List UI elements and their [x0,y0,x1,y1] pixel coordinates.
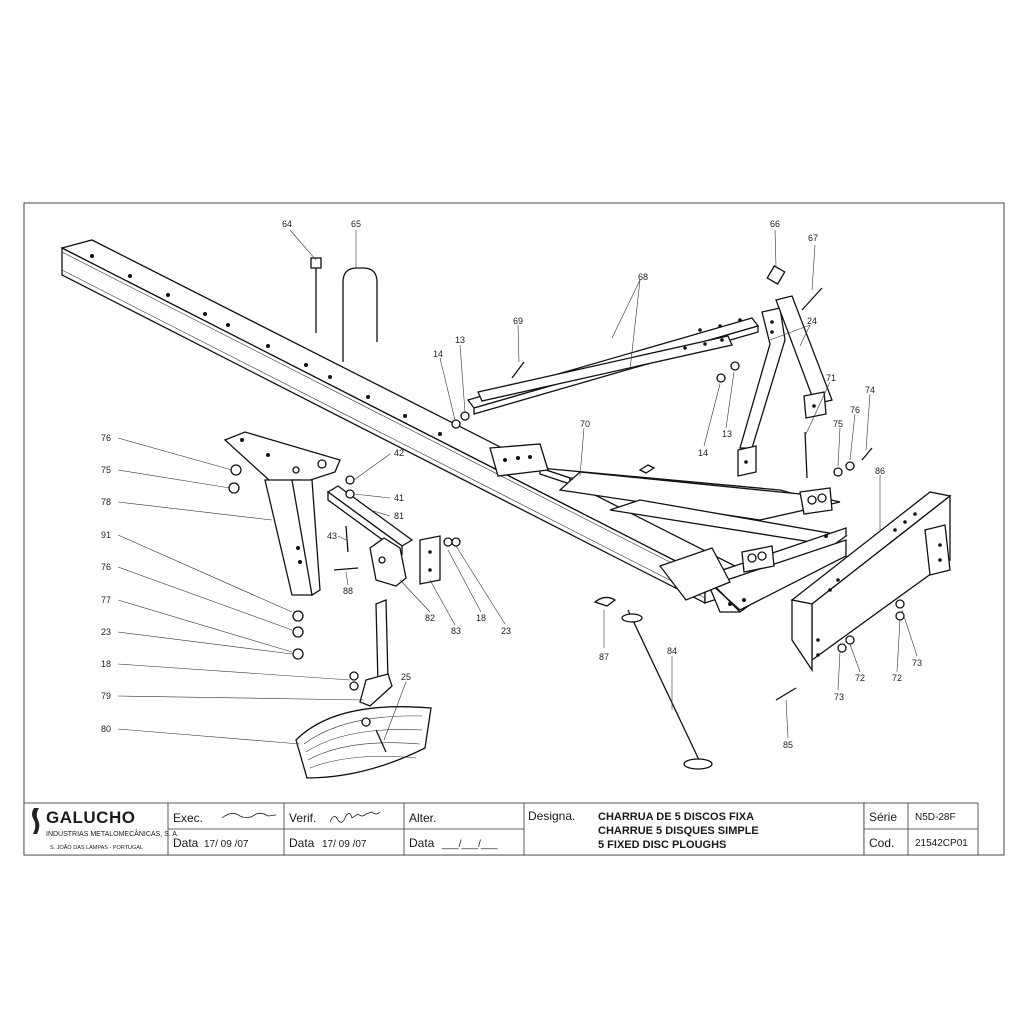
exec-signature [221,812,277,819]
verif-label: Verif. [289,811,316,825]
callout-73b: 73 [912,658,922,668]
callout-72b: 72 [892,673,902,683]
callout-78: 78 [101,497,111,507]
alter-label: Alter. [409,811,436,825]
company-logo: GALUCHO INDÚSTRIAS METALOMECÂNICAS, S. A… [32,808,179,851]
alter-date-label: Data [409,836,435,850]
hitch-78 [223,431,341,597]
mast-24 [737,295,833,477]
designation-label: Designa. [528,809,575,823]
callout-76b: 76 [101,433,111,443]
callout-43: 43 [327,531,337,541]
designation-en: 5 FIXED DISC PLOUGHS [598,839,726,851]
callout-71: 71 [826,373,836,383]
exec-date-label: Data [173,836,199,850]
designation-fr: CHARRUE 5 DISQUES SIMPLE [598,825,759,837]
frame-70 [489,443,848,613]
callout-18a: 18 [101,659,111,669]
title-block: GALUCHO INDÚSTRIAS METALOMECÂNICAS, S. A… [23,802,979,856]
callout-80: 80 [101,724,111,734]
callout-70: 70 [580,419,590,429]
callout-14a: 14 [433,349,443,359]
clamp-82 [369,535,441,587]
serie-label: Série [869,810,897,824]
leader-lines [117,229,918,745]
callout-76c: 76 [101,562,111,572]
verif-signature [329,811,381,823]
hardware [228,257,905,753]
callout-83: 83 [451,626,461,636]
arm-79 [359,599,393,707]
callout-14b: 14 [698,448,708,458]
callout-24: 24 [807,316,817,326]
callout-64: 64 [282,219,292,229]
callout-84: 84 [667,646,677,656]
callout-87: 87 [599,652,609,662]
verif-date: 17/ 09 /07 [322,839,367,850]
callout-65: 65 [351,219,361,229]
callout-67: 67 [808,233,818,243]
serie-value: N5D-28F [915,812,956,823]
callout-69: 69 [513,316,523,326]
callout-75b: 75 [101,465,111,475]
callout-81: 81 [394,511,404,521]
callout-13b: 13 [722,429,732,439]
callout-13a: 13 [455,335,465,345]
callout-18b: 18 [476,613,486,623]
callout-23b: 23 [501,626,511,636]
callout-76a: 76 [850,405,860,415]
callout-79: 79 [101,691,111,701]
callout-23a: 23 [101,627,111,637]
verif-date-label: Data [289,836,315,850]
callout-labels: 64 65 66 67 68 69 13 14 24 71 74 75 76 1… [101,219,922,750]
callout-82: 82 [425,613,435,623]
callout-77: 77 [101,595,111,605]
cod-label: Cod. [869,836,894,850]
company-full-name: INDÚSTRIAS METALOMECÂNICAS, S. A. [46,829,179,838]
mouldboard-80 [295,706,432,779]
callout-86: 86 [875,466,885,476]
callout-25: 25 [401,672,411,682]
callout-72a: 72 [855,673,865,683]
callout-68: 68 [638,272,648,282]
cod-value: 21542CP01 [915,838,968,849]
top-link-68 [466,317,760,415]
exploded-drawing [60,229,952,779]
callout-42: 42 [394,448,404,458]
bracket-86 [790,491,952,673]
callout-88: 88 [343,586,353,596]
alter-date: ___/___/___ [441,839,498,850]
callout-85: 85 [783,740,793,750]
callout-73a: 73 [834,692,844,702]
exec-label: Exec. [173,811,203,825]
stand-84 [593,596,713,770]
callout-74: 74 [865,385,875,395]
callout-75a: 75 [833,419,843,429]
callout-41: 41 [394,493,404,503]
exec-date: 17/ 09 /07 [204,839,249,850]
company-address: S. JOÃO DAS LAMPAS - PORTUGAL [50,844,143,851]
callout-66: 66 [770,219,780,229]
callout-91: 91 [101,530,111,540]
company-name: GALUCHO [46,808,135,827]
designation-pt: CHARRUA DE 5 DISCOS FIXA [598,811,754,823]
